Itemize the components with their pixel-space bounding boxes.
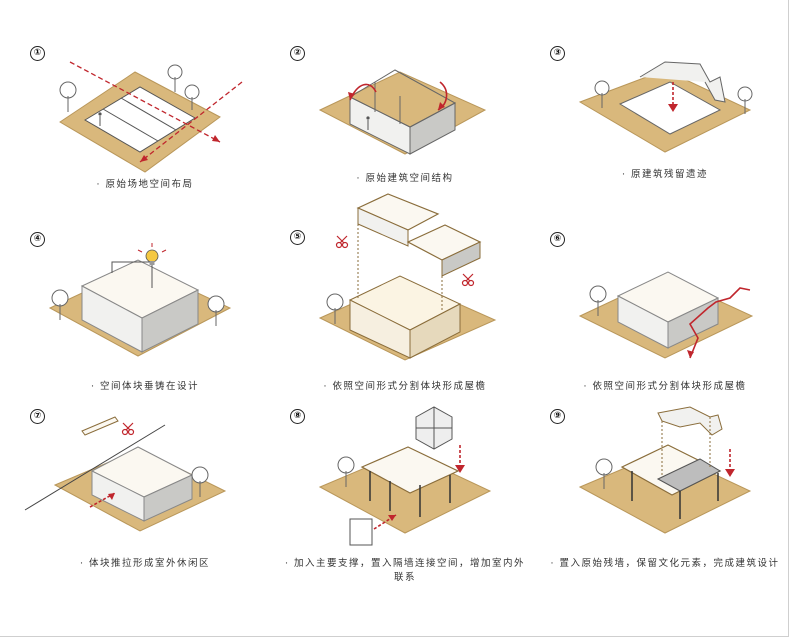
- layout-partition: [102, 108, 159, 142]
- site-axis-arrow: [69, 61, 221, 143]
- site-ground: [318, 71, 487, 155]
- building-frame: [656, 458, 722, 492]
- step-illustration-8: [318, 406, 492, 546]
- roof-block-left-side: [357, 207, 409, 247]
- person-icon: [98, 112, 102, 126]
- step-illustration-1: [59, 61, 243, 173]
- site-axis-arrow: [139, 81, 243, 163]
- arrow-head: [438, 102, 445, 110]
- step-caption-8: · 加入主要支撑，置入隔墙连接空间，增加室内外联系: [284, 558, 526, 583]
- wall-top: [348, 69, 457, 128]
- step-panel-8: ⑧ · 加入主要支撑，置入隔墙连接空间，增加室内外联系: [280, 405, 530, 605]
- mass-right-face: [141, 289, 199, 353]
- step-illustration-5: [318, 193, 497, 361]
- step-illustration-4: [48, 243, 232, 357]
- arrow-head: [108, 493, 115, 500]
- tree-icon: [737, 86, 753, 114]
- step-illustration-2: [318, 69, 487, 155]
- tree-icon: [59, 81, 77, 112]
- step-number-9: ⑨: [550, 409, 565, 424]
- step-panel-6: ⑥ · 依照空间形式分割体块形成屋檐: [540, 228, 790, 428]
- lift-line: [111, 261, 153, 288]
- ruin-wall: [657, 406, 723, 436]
- arrow-head: [687, 350, 694, 358]
- step-panel-3: ③ · 原建筑残留遗迹: [540, 42, 790, 242]
- step-panel-5: ⑤ · 依照空间形式分割体块形成屋檐: [280, 190, 530, 392]
- step-caption-6: · 依照空间形式分割体块形成屋檐: [583, 381, 747, 392]
- tree-icon: [191, 466, 209, 497]
- tree-icon: [594, 80, 610, 108]
- arrow-head: [725, 469, 735, 477]
- tree-icon: [167, 64, 183, 92]
- scissors-icon: [121, 422, 135, 436]
- step-illustration-3: [578, 61, 753, 153]
- tree-icon: [337, 456, 355, 487]
- scissors-icon: [335, 235, 349, 249]
- step-panel-1: ① · 原始场地空间布局: [20, 42, 270, 242]
- tree-icon: [326, 293, 344, 324]
- step-panel-7: ⑦ · 体块推拉形成室外休闲区: [20, 405, 270, 605]
- step-number-8: ⑧: [290, 409, 305, 424]
- step-caption-7: · 体块推拉形成室外休闲区: [79, 558, 211, 569]
- partition-panel: [349, 518, 373, 546]
- layout-partition: [120, 97, 177, 131]
- arrow-head: [348, 92, 355, 100]
- step-caption-1: · 原始场地空间布局: [96, 179, 194, 190]
- step-illustration-7: [24, 416, 227, 532]
- step-number-1: ①: [30, 46, 45, 61]
- roof-canopy: [360, 446, 460, 494]
- step-caption-3: · 原建筑残留遗迹: [621, 169, 709, 180]
- tree-icon: [595, 458, 613, 489]
- step-number-5: ⑤: [290, 230, 305, 245]
- lightbulb-icon: [137, 243, 167, 265]
- step-number-4: ④: [30, 232, 45, 247]
- step-caption-5: · 依照空间形式分割体块形成屋檐: [323, 381, 487, 392]
- step-caption-2: · 原始建筑空间结构: [356, 173, 454, 184]
- step-panel-9: ⑨ · 置入原始残墙，保留文化元素，完成建筑设计: [540, 405, 790, 605]
- arrow-head: [212, 135, 220, 142]
- mass-right-face: [409, 303, 461, 359]
- step-number-2: ②: [290, 46, 305, 61]
- step-illustration-6: [578, 271, 754, 359]
- step-panel-4: ④ · 空间体块垂铸在设计: [20, 228, 270, 428]
- tree-icon: [184, 84, 200, 110]
- pulled-strip: [81, 416, 119, 436]
- scissors-icon: [461, 273, 475, 287]
- section-line: [24, 424, 166, 511]
- arrow-head: [140, 155, 148, 162]
- step-illustration-9: [578, 406, 752, 534]
- tree-icon: [207, 295, 225, 326]
- building-footprint: [618, 81, 722, 135]
- mass-right-face: [143, 474, 193, 522]
- arrow-head: [388, 515, 396, 521]
- tree-icon: [51, 289, 69, 320]
- step-number-6: ⑥: [550, 232, 565, 247]
- step-caption-9: · 置入原始残墙，保留文化元素，完成建筑设计: [550, 558, 780, 569]
- step-number-3: ③: [550, 46, 565, 61]
- step-caption-4: · 空间体块垂铸在设计: [90, 381, 200, 392]
- roof-block-right-side: [441, 241, 481, 277]
- person-icon: [366, 116, 370, 130]
- step-panel-2: ② · 原始建筑空间结构: [280, 42, 530, 242]
- step-number-7: ⑦: [30, 409, 45, 424]
- arrow-head: [668, 104, 678, 112]
- arrow-head: [455, 465, 465, 473]
- tree-icon: [589, 285, 607, 316]
- cut-line: [688, 287, 751, 359]
- ruin-wall: [639, 61, 726, 103]
